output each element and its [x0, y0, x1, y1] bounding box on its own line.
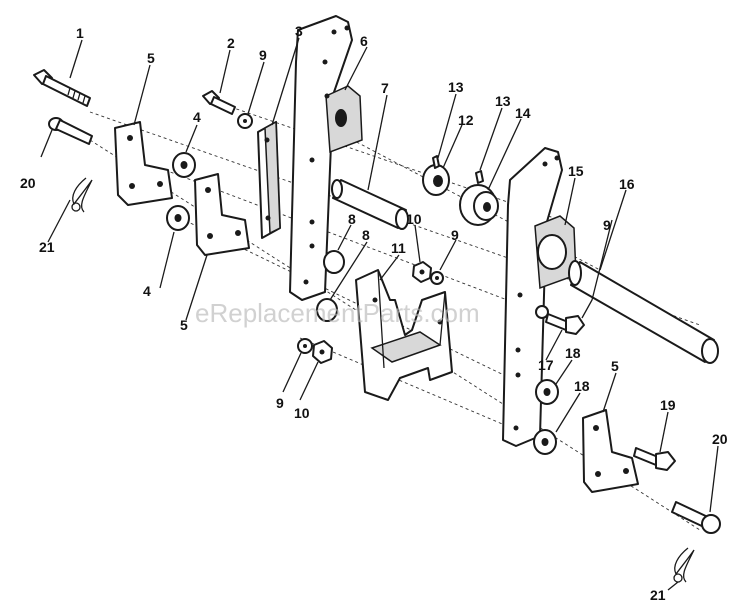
callout-4-lower: 4	[143, 283, 151, 299]
callout-4-upper: 4	[193, 109, 201, 125]
callout-14: 14	[515, 105, 531, 121]
callout-5-right: 5	[611, 358, 619, 374]
part-17-bolt	[545, 313, 585, 335]
callout-19: 19	[660, 397, 676, 413]
callout-13-right: 13	[495, 93, 511, 109]
callout-1: 1	[76, 25, 84, 41]
callout-21-right: 21	[650, 587, 666, 603]
part-21-hairpin-left	[71, 177, 93, 213]
part-11-channel-bracket	[355, 269, 453, 401]
part-8-spacer-lower	[316, 298, 338, 322]
part-21-hairpin-right	[673, 547, 695, 583]
callout-6: 6	[360, 33, 368, 49]
part-19-bolt	[633, 447, 676, 471]
callout-17: 17	[538, 357, 554, 373]
part-9-washer-middle	[430, 271, 444, 285]
part-5-bracket-middle	[194, 173, 250, 256]
part-3-angle-plate	[257, 120, 281, 239]
callout-9-top: 9	[259, 47, 267, 63]
part-20-clevis-pin-right	[671, 501, 721, 534]
part-13-set-screw	[475, 170, 484, 184]
part-8-spacer-upper	[323, 250, 345, 274]
callout-9-right: 9	[603, 217, 611, 233]
callout-labels: 1 2 3 4 4 5 5 5 6 7 8 8 9 9 9 9 10 10 11…	[20, 23, 728, 603]
part-18-spacer-upper	[535, 379, 559, 405]
callout-3: 3	[295, 23, 303, 39]
part-16-long-shaft	[568, 260, 719, 364]
part-5-bracket-right	[582, 409, 639, 493]
callout-5-upper: 5	[147, 50, 155, 66]
part-10-nut-middle	[412, 261, 432, 283]
part-2-bolt	[202, 90, 236, 115]
part-20-clevis-pin-left	[48, 117, 93, 145]
part-9-washer-top	[237, 113, 253, 129]
callout-18-lower: 18	[574, 378, 590, 394]
callout-10-lower: 10	[294, 405, 310, 421]
callout-15: 15	[568, 163, 584, 179]
callout-5-middle: 5	[180, 317, 188, 333]
leader-lines	[40, 37, 719, 591]
part-7-shaft	[331, 179, 409, 230]
callout-8-lower: 8	[362, 227, 370, 243]
callout-10-middle: 10	[406, 211, 422, 227]
part-4-spacer-lower	[166, 205, 190, 231]
watermark: eReplacementParts.com	[195, 298, 480, 328]
callout-9-middle: 9	[451, 227, 459, 243]
callout-20-right: 20	[712, 431, 728, 447]
part-4-spacer-upper	[172, 152, 196, 178]
callout-18-upper: 18	[565, 345, 581, 361]
callout-7: 7	[381, 80, 389, 96]
part-9-washer-right	[535, 305, 549, 319]
part-14-collar	[459, 184, 499, 226]
callout-8-upper: 8	[348, 211, 356, 227]
callout-21-left: 21	[39, 239, 55, 255]
part-5-bracket-upper	[114, 121, 173, 206]
callout-13-left: 13	[448, 79, 464, 95]
callout-20-left: 20	[20, 175, 36, 191]
callout-11: 11	[391, 240, 406, 256]
part-12-collar	[422, 155, 450, 196]
part-10-nut-lower	[312, 340, 333, 364]
part-6-side-plate	[289, 15, 363, 301]
callout-16: 16	[619, 176, 635, 192]
callout-9-lower: 9	[276, 395, 284, 411]
callout-12: 12	[458, 112, 474, 128]
part-1-bolt	[33, 69, 91, 107]
part-9-washer-lower	[297, 338, 313, 354]
part-15-side-plate	[502, 147, 577, 447]
callout-2: 2	[227, 35, 235, 51]
part-18-spacer-lower	[533, 429, 557, 455]
